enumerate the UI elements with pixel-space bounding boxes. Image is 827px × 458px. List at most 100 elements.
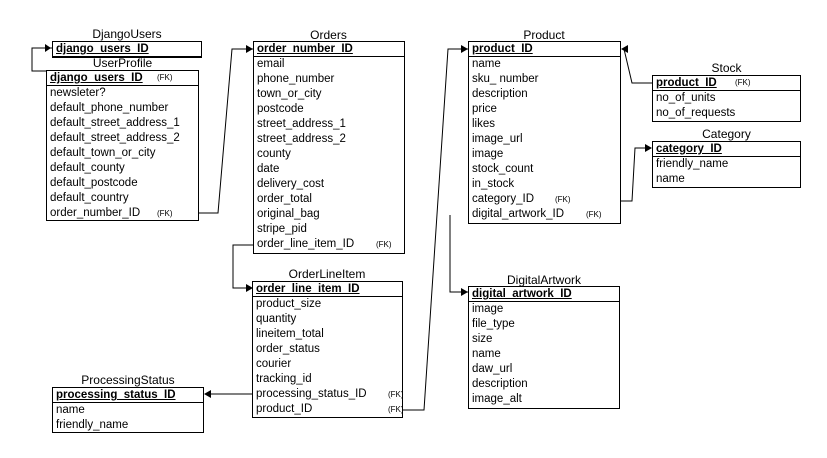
entity-field: description xyxy=(469,377,619,392)
field-name: processing_status_ID xyxy=(256,388,367,400)
foreign-key-marker: (FK) xyxy=(555,195,571,204)
field-name: order_number_ID xyxy=(257,43,353,55)
entity-field: price xyxy=(469,102,620,117)
entity-field: newsleter? xyxy=(47,86,198,101)
field-name: friendly_name xyxy=(56,419,129,431)
entity-field: email xyxy=(254,57,404,72)
entity-field: default_county xyxy=(47,161,198,176)
entity-field: sku_ number xyxy=(469,72,620,87)
field-name: newsleter? xyxy=(50,87,106,99)
entity-title-orders: Orders xyxy=(310,28,347,42)
field-name: order_status xyxy=(256,343,320,355)
entity-field: name xyxy=(469,347,619,362)
entity-field: image_url xyxy=(469,132,620,147)
field-name: processing_status_ID xyxy=(56,389,176,401)
field-name: product_ID xyxy=(256,403,313,415)
entity-field: friendly_name xyxy=(653,157,800,172)
entity-stock: product_ID (FK) no_of_units no_of_requests xyxy=(652,75,801,122)
field-name: image xyxy=(472,148,504,160)
field-name: no_of_requests xyxy=(656,107,736,119)
entity-title-category: Category xyxy=(702,127,751,141)
primary-key-field: product_ID xyxy=(469,42,620,57)
entity-field: lineitem_total xyxy=(253,327,402,342)
foreign-key-marker: (FK) xyxy=(388,390,404,399)
entity-field: order_total xyxy=(254,192,404,207)
field-name: original_bag xyxy=(257,208,320,220)
primary-key-field: django_users_ID (FK) xyxy=(47,71,198,86)
entity-title-product: Product xyxy=(523,28,565,42)
field-name: stock_count xyxy=(472,163,534,175)
field-name: product_ID xyxy=(656,77,717,89)
field-name: street_address_2 xyxy=(257,133,346,145)
field-name: default_country xyxy=(50,192,129,204)
entity-field: order_status xyxy=(253,342,402,357)
entity-field: likes xyxy=(469,117,620,132)
field-name: digital_artwork_ID xyxy=(472,288,572,300)
field-name: description xyxy=(472,88,528,100)
entity-field: friendly_name xyxy=(53,418,203,433)
entity-field: name xyxy=(653,172,800,187)
entity-field: street_address_1 xyxy=(254,117,404,132)
entity-field: daw_url xyxy=(469,362,619,377)
entity-field: default_street_address_2 xyxy=(47,131,198,146)
entity-field: stripe_pid xyxy=(254,222,404,237)
entity-field: town_or_city xyxy=(254,87,404,102)
entity-field: image xyxy=(469,302,619,317)
primary-key-field: order_number_ID xyxy=(254,42,404,57)
entity-field: stock_count xyxy=(469,162,620,177)
foreign-key-marker: (FK) xyxy=(376,240,392,249)
arrow-processingstatus xyxy=(204,390,211,398)
entity-field: default_street_address_1 xyxy=(47,116,198,131)
entity-field: size xyxy=(469,332,619,347)
field-name: postcode xyxy=(257,103,304,115)
field-name: order_number_ID xyxy=(50,207,141,219)
entity-field: image xyxy=(469,147,620,162)
link-stock-product xyxy=(623,48,652,84)
arrow-category xyxy=(645,144,652,152)
field-name: phone_number xyxy=(257,73,335,85)
link-userprofile-djangousers xyxy=(31,47,52,72)
field-name: likes xyxy=(472,118,496,130)
field-name: name xyxy=(472,348,501,360)
field-name: town_or_city xyxy=(257,88,322,100)
field-name: image xyxy=(472,303,504,315)
field-name: order_line_item_ID xyxy=(257,238,355,250)
field-name: default_street_address_1 xyxy=(50,117,180,129)
entity-field: product_size xyxy=(253,297,402,312)
primary-key-field: processing_status_ID xyxy=(53,388,203,403)
field-name: no_of_units xyxy=(656,92,716,104)
primary-key-field: order_line_item_ID xyxy=(253,282,402,297)
field-name: date xyxy=(257,163,280,175)
entity-field: description xyxy=(469,87,620,102)
entity-title-djangousers: DjangoUsers xyxy=(92,27,162,41)
field-name: street_address_1 xyxy=(257,118,346,130)
field-name: stripe_pid xyxy=(257,223,307,235)
primary-key-field: django_users_ID xyxy=(53,42,201,57)
foreign-key-marker: (FK) xyxy=(388,405,404,414)
field-name: django_users_ID xyxy=(56,43,149,55)
entity-field: quantity xyxy=(253,312,402,327)
field-name: price xyxy=(472,103,497,115)
arrow-orderlineitem xyxy=(246,284,253,292)
foreign-key-marker: (FK) xyxy=(157,73,173,82)
field-name: name xyxy=(656,173,685,185)
entity-field: name xyxy=(469,57,620,72)
field-name: order_total xyxy=(257,193,312,205)
field-name: friendly_name xyxy=(656,158,729,170)
entity-field: digital_artwork_ID(FK) xyxy=(469,207,620,222)
entity-field: order_number_ID(FK) xyxy=(47,206,198,221)
field-name: django_users_ID xyxy=(50,72,143,84)
link-userprofile-orders xyxy=(199,48,253,214)
entity-field: file_type xyxy=(469,317,619,332)
entity-field: default_phone_number xyxy=(47,101,198,116)
entity-field: tracking_id xyxy=(253,372,402,387)
entity-field: delivery_cost xyxy=(254,177,404,192)
foreign-key-marker: (FK) xyxy=(735,78,751,87)
entity-field: phone_number xyxy=(254,72,404,87)
entity-field: no_of_requests xyxy=(653,106,800,121)
